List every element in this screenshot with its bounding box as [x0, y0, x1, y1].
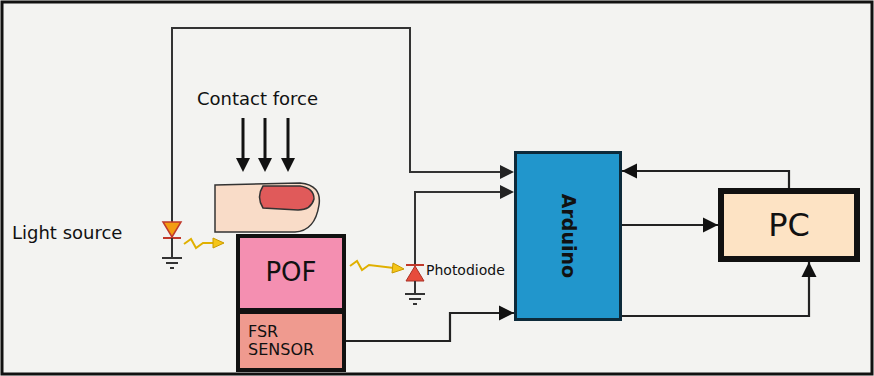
signal-arrow [346, 313, 514, 341]
computer-box: PC [718, 188, 860, 262]
finger [215, 183, 319, 232]
node-text: POF [265, 258, 316, 288]
led-lead [171, 238, 173, 258]
wire-arrowhead [500, 165, 514, 179]
photodiode-wire [415, 192, 502, 264]
annotation-label: Light source [12, 222, 122, 243]
led-symbol [163, 222, 181, 237]
photodiode-lead [414, 281, 416, 294]
wire-arrowhead [500, 185, 514, 199]
node-text: PC [768, 207, 810, 244]
light-ray-head [213, 238, 224, 248]
node-text: Arduino [557, 194, 579, 278]
signal-arrow [622, 171, 789, 188]
light-ray [184, 239, 214, 248]
ground-symbol [162, 258, 182, 268]
signal-arrow [622, 262, 809, 316]
fiber-box: POF [236, 234, 346, 312]
fingernail [260, 186, 315, 210]
annotation-label: Contact force [197, 88, 318, 109]
annotation-label: Photodiode [426, 262, 505, 278]
signal-arrow [622, 224, 718, 226]
controller-box: Arduino [514, 151, 622, 321]
ground-symbol [405, 294, 425, 304]
force-arrowheads [236, 158, 295, 172]
light-ray-head [392, 263, 404, 273]
node-text: FSR SENSOR [248, 323, 334, 360]
sensor-box: FSR SENSOR [236, 310, 346, 372]
light-ray [350, 261, 394, 270]
photodiode-symbol [406, 266, 424, 281]
force-arrows [243, 118, 288, 160]
